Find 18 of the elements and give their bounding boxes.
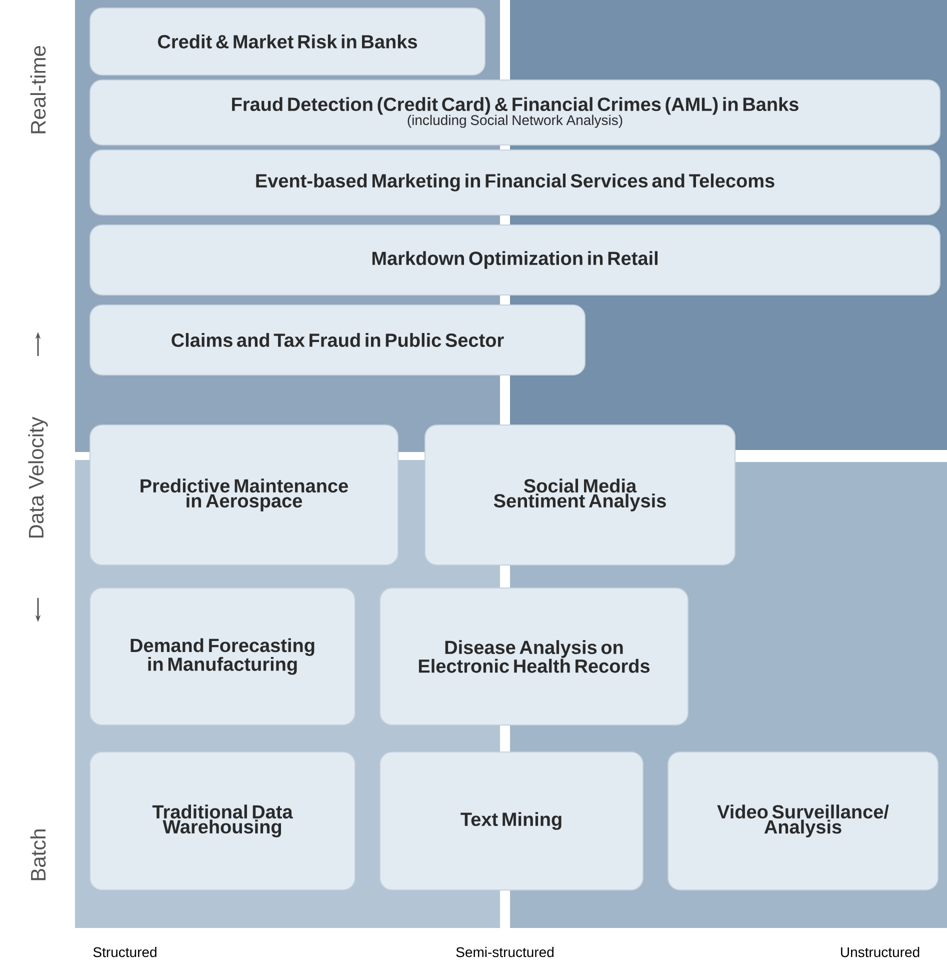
application-box: Disease Analysis on Electronic Health Records xyxy=(380,588,688,726)
application-box: Claims and Tax Fraud in Public Sector xyxy=(90,304,586,376)
application-box: Markdown Optimization in Retail xyxy=(90,224,941,296)
application-box: Demand Forecasting in Manufacturing xyxy=(90,588,356,726)
axis-label: Real-time xyxy=(30,46,46,134)
axis-label: Unstructured xyxy=(841,946,920,958)
application-box: Predictive Maintenance in Aerospace xyxy=(90,424,398,566)
axis-label: Structured xyxy=(93,946,156,958)
axis-label: Data Velocity xyxy=(28,416,48,538)
application-box: Social Media Sentiment Analysis xyxy=(424,424,736,566)
application-box: Video Surveillance/ Analysis xyxy=(668,752,939,890)
application-box: Text Mining xyxy=(380,752,644,890)
axis-label: Semi-structured xyxy=(456,946,554,958)
axis-label: Batch xyxy=(30,830,46,880)
application-box: Traditional Data Warehousing xyxy=(90,752,356,890)
application-box: Event-based Marketing in Financial Services and Telecoms xyxy=(90,149,941,216)
application-box: Fraud Detection (Credit Card) & Financial Crimes (AML) in Banks (including Social Network Analysis) xyxy=(90,79,941,146)
application-box: Credit & Market Risk in Banks xyxy=(90,7,486,76)
